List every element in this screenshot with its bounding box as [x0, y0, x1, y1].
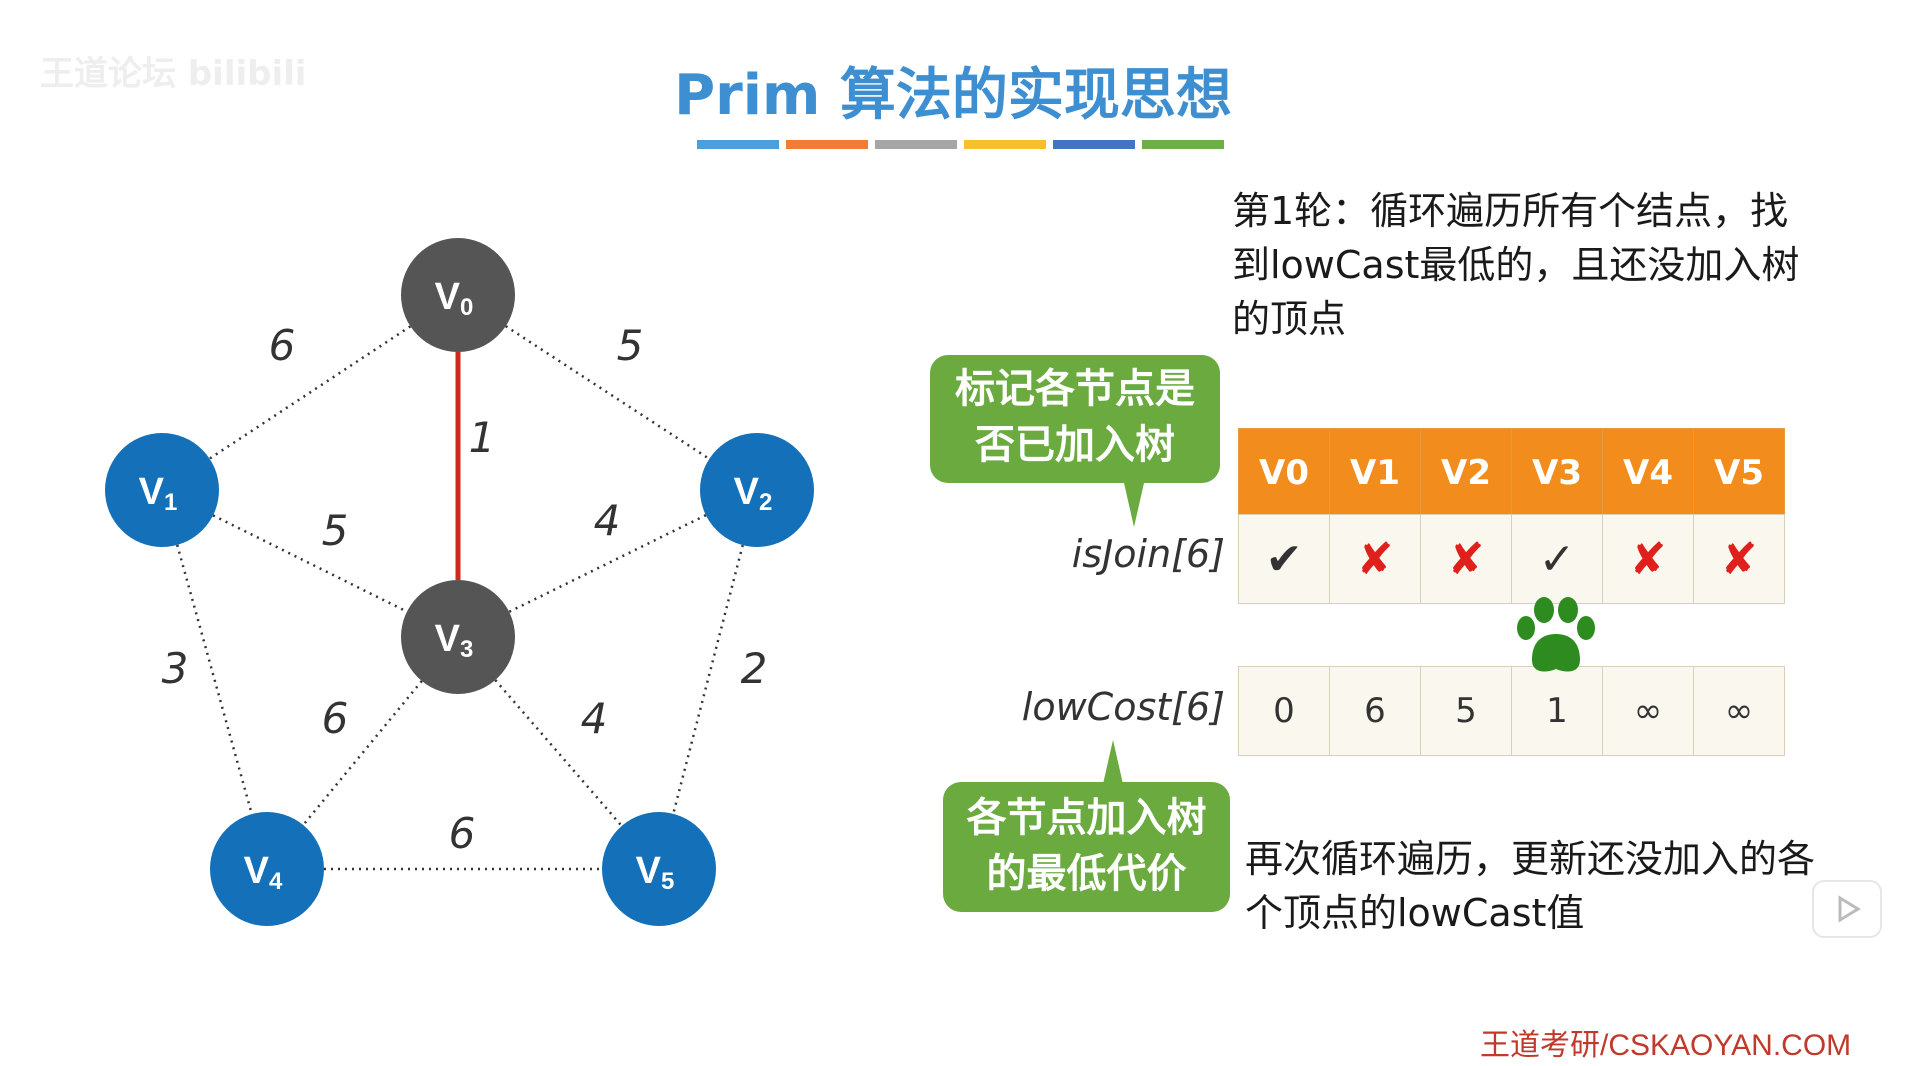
edge-weight-V0-V2: 5	[617, 321, 644, 370]
lowcost-callout-pointer	[1103, 740, 1123, 784]
edge-weight-V1-V3: 5	[322, 506, 349, 555]
watermark: 王道论坛 bilibili	[40, 54, 307, 94]
edge-V0-V1	[208, 325, 412, 460]
site-footer: 王道考研/CSKAOYAN.COM	[1480, 1029, 1852, 1062]
cross-icon: ✘	[1602, 514, 1694, 604]
header-cell-V2: V2	[1420, 428, 1512, 518]
lowcost-callout-line2: 的最低代价	[986, 851, 1187, 897]
header-cell-V0: V0	[1238, 428, 1330, 518]
vertex-label-V2: V2	[734, 471, 773, 516]
cross-icon: ✘	[1420, 514, 1512, 604]
page-title: Prim 算法的实现思想	[674, 63, 1232, 128]
lowcost-cell-V5: ∞	[1693, 666, 1785, 756]
paw-icon	[1517, 597, 1595, 672]
edge-weight-V4-V5: 6	[449, 809, 476, 858]
edge-weight-V3-V4: 6	[322, 694, 349, 743]
edge-V0-V2	[505, 325, 710, 460]
lowcost-cell-V1: 6	[1329, 666, 1421, 756]
lowcost-callout: 各节点加入树 的最低代价	[943, 782, 1230, 912]
isjoin-callout-pointer	[1124, 483, 1144, 527]
title-bar-1	[786, 140, 868, 149]
edge-weight-V3-V5: 4	[581, 694, 608, 743]
cross-icon: ✘	[1329, 514, 1421, 604]
isjoin-callout-line2: 否已加入树	[975, 422, 1175, 468]
edge-weight-V2-V5: 2	[741, 644, 768, 693]
edge-V1-V4	[176, 544, 253, 815]
vertex-label-V4: V4	[244, 850, 283, 895]
play-icon	[1838, 895, 1861, 923]
vertex-V4: V4	[210, 812, 324, 926]
vertex-V0: V0	[401, 238, 515, 352]
update-description: 再次循环遍历，更新还没加入的各个顶点的lowCast值	[1245, 837, 1816, 935]
lowcost-cell-V4: ∞	[1602, 666, 1694, 756]
title-bar-3	[964, 140, 1046, 149]
edge-weight-V0-V3: 1	[469, 413, 496, 462]
edge-V2-V5	[672, 544, 744, 815]
edge-V1-V3	[212, 514, 408, 613]
isjoin-callout: 标记各节点是 否已加入树	[930, 355, 1220, 483]
edge-V3-V4	[302, 680, 423, 826]
play-button[interactable]	[1812, 880, 1882, 938]
check-icon: ✔	[1238, 514, 1330, 604]
lowcost-array-label: lowCost[6]	[1021, 685, 1225, 729]
vertex-label-V5: V5	[636, 850, 675, 895]
isjoin-array: ✔✘✘✓✘✘	[1238, 514, 1785, 604]
vertex-V3: V3	[401, 580, 515, 694]
title-bar-0	[697, 140, 779, 149]
vertex-label-V0: V0	[435, 276, 474, 321]
header-cell-V4: V4	[1602, 428, 1694, 518]
title-bar-4	[1053, 140, 1135, 149]
title-bar-2	[875, 140, 957, 149]
lowcost-cell-V0: 0	[1238, 666, 1330, 756]
vertex-V1: V1	[105, 433, 219, 547]
header-cell-V1: V1	[1329, 428, 1421, 518]
check-icon: ✓	[1511, 514, 1603, 604]
edge-V2-V3	[508, 514, 707, 613]
edge-weight-V2-V3: 4	[594, 496, 621, 545]
lowcost-cell-V2: 5	[1420, 666, 1512, 756]
isjoin-array-label: isJoin[6]	[1071, 532, 1225, 576]
edge-weight-V1-V4: 3	[162, 644, 189, 693]
header-cell-V5: V5	[1693, 428, 1785, 518]
header-cell-V3: V3	[1511, 428, 1603, 518]
lowcost-cell-V3: 1	[1511, 666, 1603, 756]
vertex-V5: V5	[602, 812, 716, 926]
title-color-bars	[697, 140, 1224, 149]
edge-weight-V0-V1: 6	[269, 321, 296, 370]
cross-icon: ✘	[1693, 514, 1785, 604]
round-description: 第1轮：循环遍历所有个结点，找到lowCast最低的，且还没加入树的顶点	[1232, 189, 1800, 341]
title-bar-5	[1142, 140, 1224, 149]
vertex-V2: V2	[700, 433, 814, 547]
vertex-label-V1: V1	[139, 471, 178, 516]
vertex-label-V3: V3	[435, 618, 474, 663]
lowcost-callout-line1: 各节点加入树	[966, 795, 1207, 841]
isjoin-callout-line1: 标记各节点是	[955, 366, 1195, 412]
